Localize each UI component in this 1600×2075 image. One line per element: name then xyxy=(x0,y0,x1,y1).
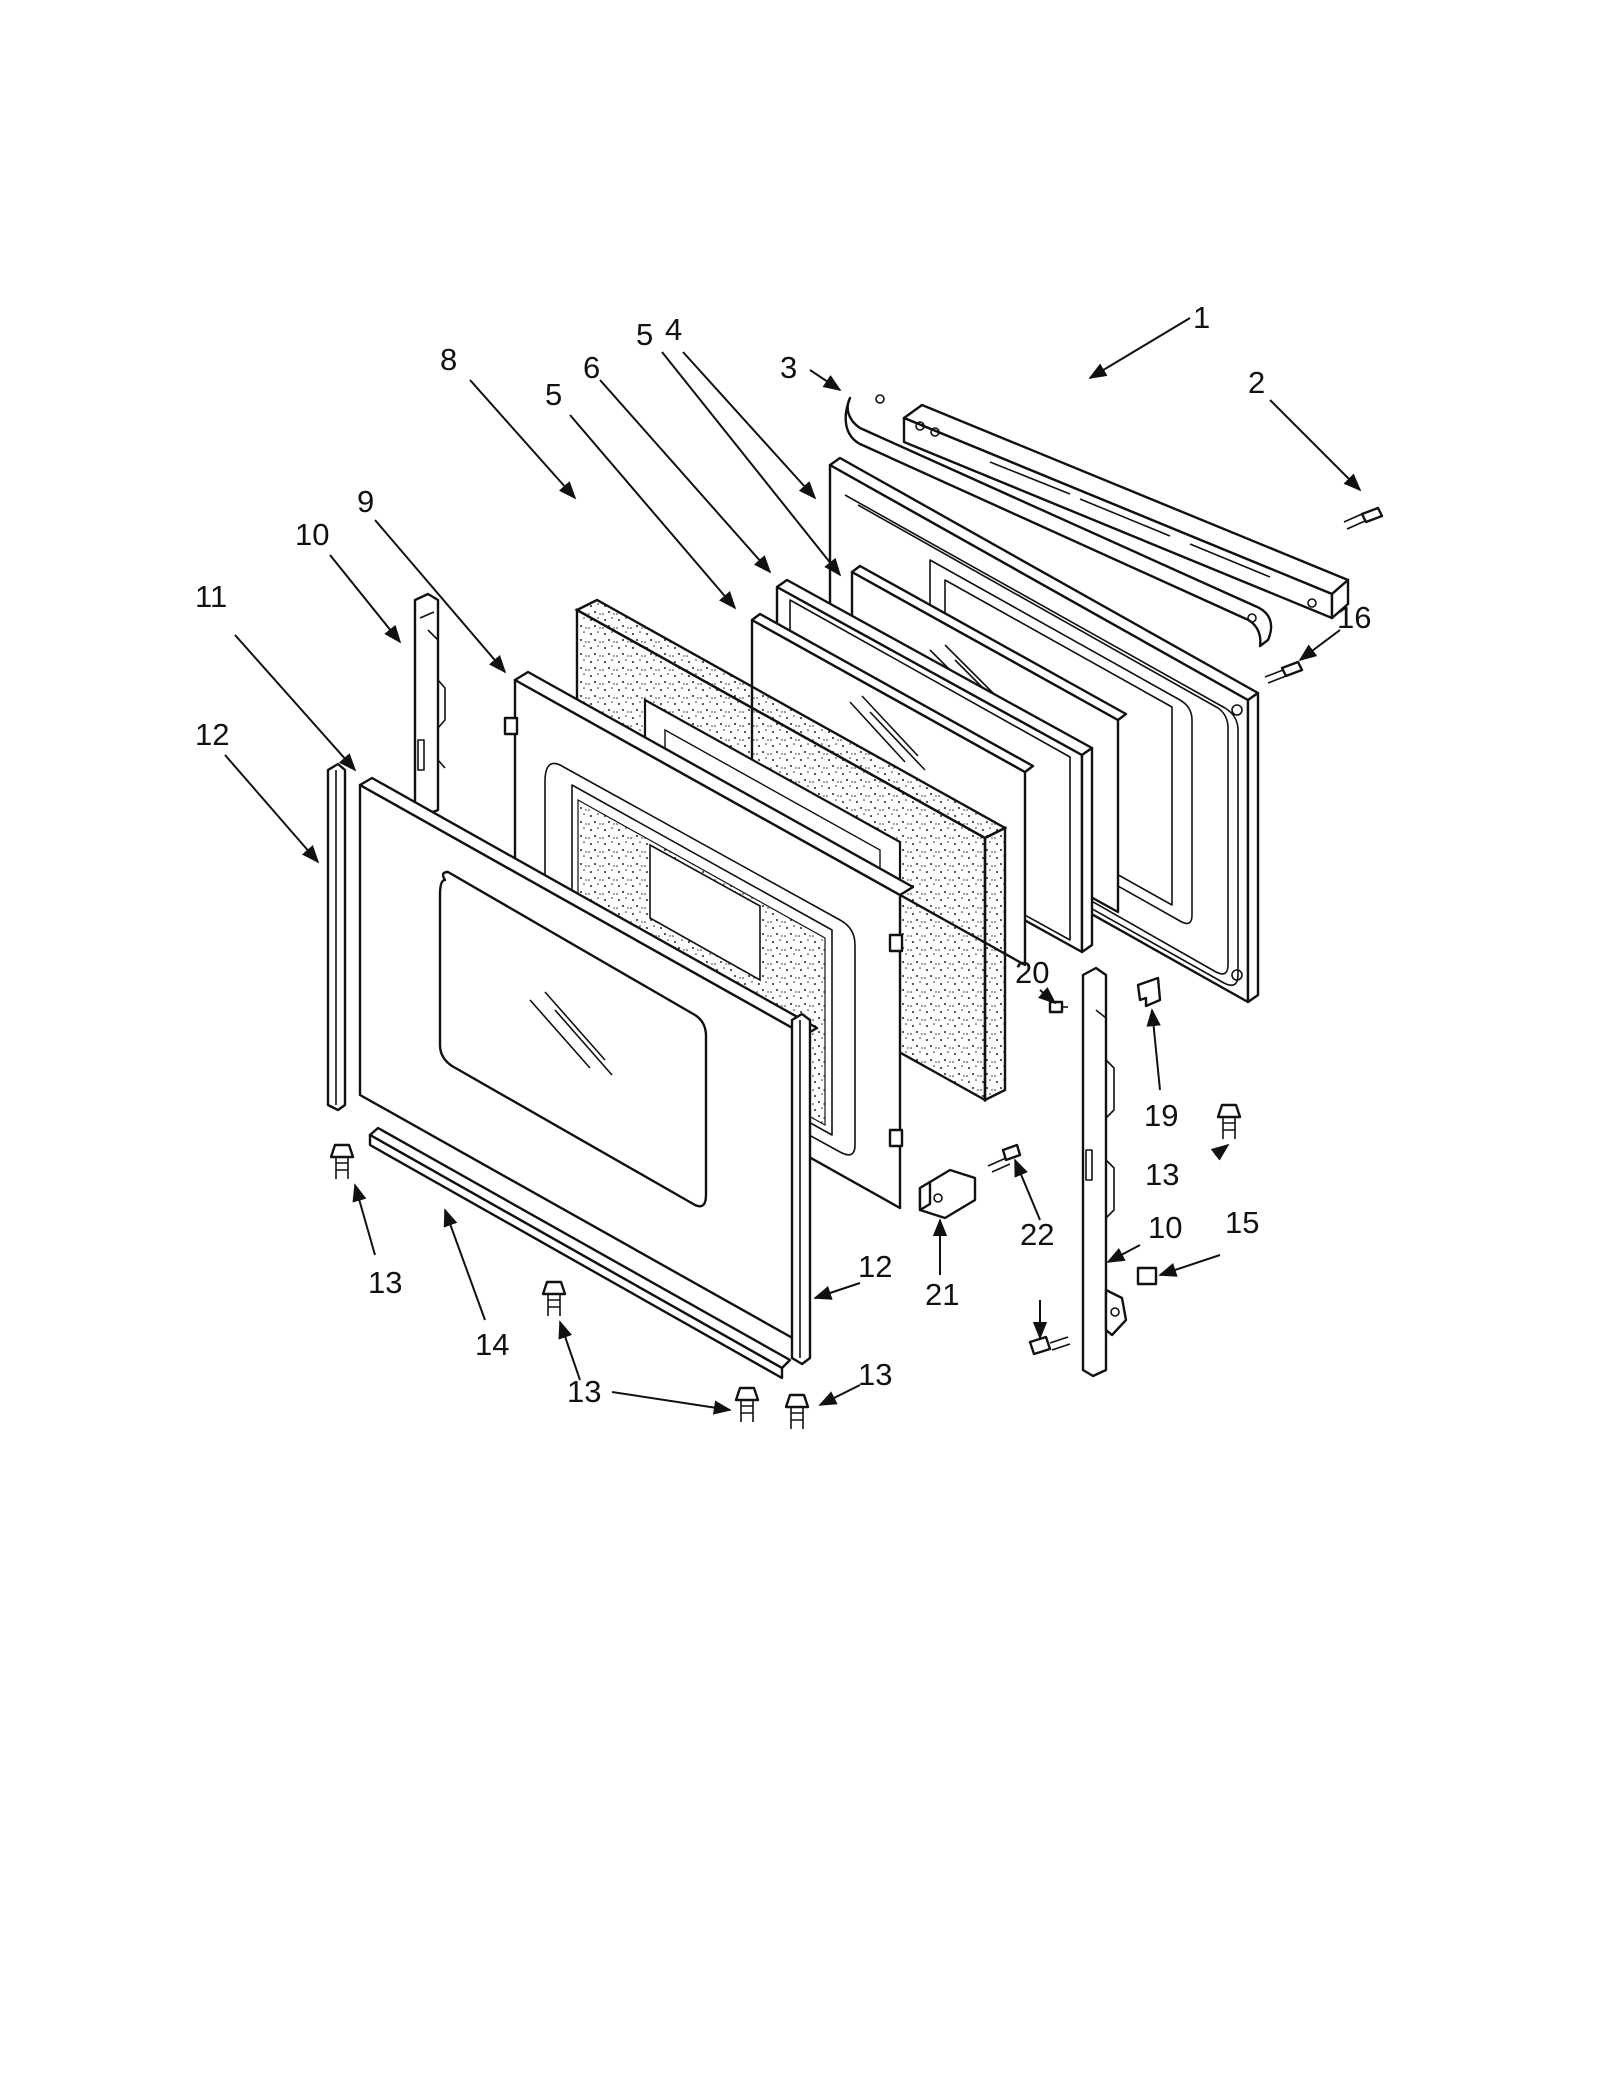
part-10-hinge-channel-right xyxy=(1081,966,1128,1378)
part-22-screw-lower xyxy=(1028,1335,1071,1356)
callout-1: 1 xyxy=(1193,300,1210,335)
callout-22: 22 xyxy=(1020,1217,1054,1252)
part-19-clip xyxy=(1136,976,1162,1008)
callout-13-bottom: 13 xyxy=(567,1374,601,1409)
callout-10-left: 10 xyxy=(295,517,329,552)
callout-15: 15 xyxy=(1225,1205,1259,1240)
callout-8: 8 xyxy=(440,342,457,377)
part-12-side-trim-left xyxy=(326,762,347,1112)
callout-19: 19 xyxy=(1144,1098,1178,1133)
part-1-door-trim xyxy=(902,403,1350,620)
callout-11: 11 xyxy=(195,579,227,614)
callout-12-right: 12 xyxy=(858,1249,892,1284)
leader-lines xyxy=(224,317,1362,1415)
part-13-screw-left xyxy=(329,1143,355,1179)
part-20-screw xyxy=(1048,1000,1068,1014)
callout-13-bottom-right: 13 xyxy=(858,1357,892,1392)
part-3-handle xyxy=(844,394,1273,648)
callout-14: 14 xyxy=(475,1327,509,1362)
callout-10-right: 10 xyxy=(1148,1210,1182,1245)
callout-13-right: 13 xyxy=(1145,1157,1179,1192)
callout-13-left: 13 xyxy=(368,1265,402,1300)
part-15-clip xyxy=(1136,1266,1158,1286)
callout-16: 16 xyxy=(1337,600,1371,635)
part-13-screw-trim-right xyxy=(784,1393,810,1429)
callout-labels: 1 2 3 4 5 6 5 8 9 10 11 12 16 20 19 13 2… xyxy=(195,300,1371,1409)
part-14-bottom-trim xyxy=(368,1126,792,1380)
part-11-outer-door-panel xyxy=(358,776,819,1347)
part-12-side-trim-right xyxy=(790,1012,812,1366)
part-13-screw-bottom-right xyxy=(734,1386,760,1422)
part-16-screw xyxy=(1264,660,1304,684)
callout-5-front: 5 xyxy=(545,377,562,412)
callout-3: 3 xyxy=(780,350,797,385)
part-21-hinge-bracket xyxy=(918,1168,977,1220)
callout-2: 2 xyxy=(1248,365,1265,400)
callout-6: 6 xyxy=(583,350,600,385)
callout-5-rear: 5 xyxy=(636,317,653,352)
part-13-screw-panel-right xyxy=(1216,1103,1242,1139)
callout-20: 20 xyxy=(1015,955,1049,990)
callout-21: 21 xyxy=(925,1277,959,1312)
callout-12-left: 12 xyxy=(195,717,229,752)
callout-9: 9 xyxy=(357,484,374,519)
part-10-hinge-channel-left xyxy=(413,592,446,817)
part-13-screw-bottom-mid xyxy=(541,1280,567,1316)
callout-4: 4 xyxy=(665,312,682,347)
part-2-screw xyxy=(1343,506,1384,530)
part-22-screw xyxy=(987,1143,1022,1173)
